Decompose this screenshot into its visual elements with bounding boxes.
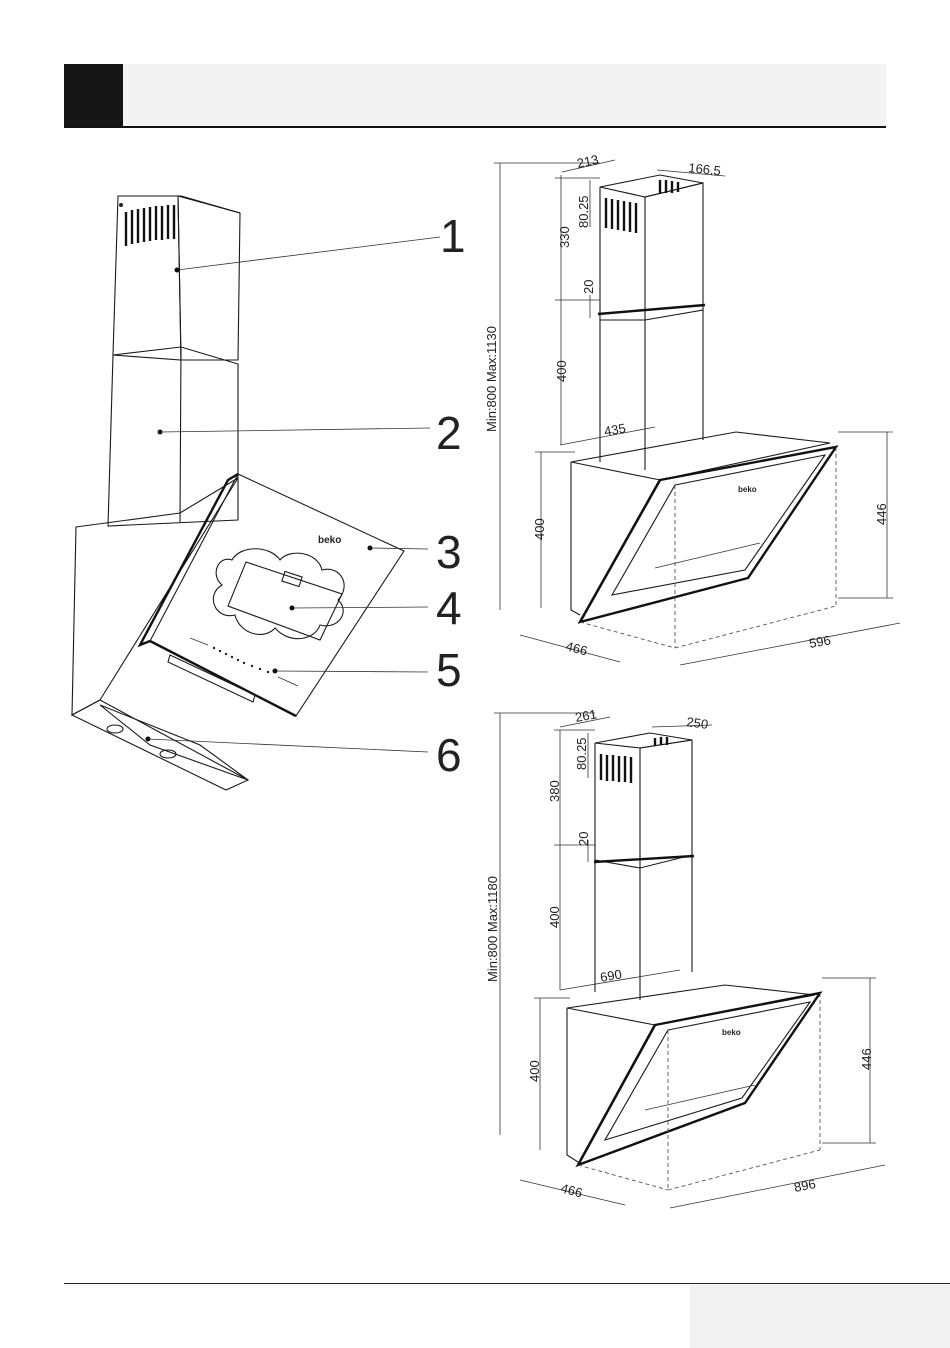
- hood-depth-60: 435: [603, 420, 627, 439]
- width-90: 896: [793, 1176, 817, 1195]
- callout-6: 6: [436, 729, 462, 781]
- callout-4: 4: [436, 582, 462, 634]
- svg-text:beko: beko: [722, 1028, 741, 1037]
- total-height-90: Min:800 Max:1180: [485, 876, 500, 982]
- control-panel: [168, 638, 298, 702]
- upper-chimney: [113, 196, 240, 360]
- body-height-60: 400: [532, 518, 547, 540]
- upper-height-60: 330: [557, 226, 572, 248]
- lower-height-90: 400: [547, 906, 562, 928]
- callout-3: 3: [436, 526, 462, 578]
- vent-offset-60: 80.25: [576, 195, 591, 228]
- width-60: 596: [808, 632, 832, 651]
- chimney-width-90: 250: [686, 714, 710, 732]
- hood-depth-90: 690: [599, 966, 623, 985]
- chimney-depth-60: 213: [576, 152, 600, 171]
- callout-1: 1: [440, 210, 466, 262]
- overlap-90: 20: [576, 832, 591, 846]
- footer-box: [690, 1285, 950, 1348]
- leader-lines: [148, 237, 440, 752]
- lower-height-60: 400: [554, 360, 569, 382]
- svg-text:beko: beko: [318, 535, 341, 546]
- chimney-width-60: 166.5: [688, 160, 722, 178]
- dimension-drawing-60: beko Min:800 Max:1130: [484, 152, 900, 665]
- depth-90: 466: [559, 1180, 584, 1200]
- vent-offset-90: 80.25: [574, 737, 589, 770]
- svg-text:beko: beko: [738, 485, 757, 494]
- hood-exploded-view: beko: [72, 196, 466, 790]
- grease-filter: [213, 549, 344, 640]
- chimney-depth-90: 261: [574, 706, 598, 725]
- overlap-60: 20: [581, 280, 596, 294]
- glass-height-60: 446: [874, 503, 889, 525]
- glass-height-90: 446: [859, 1048, 874, 1070]
- vent-slots: [126, 205, 174, 246]
- total-height-60: Min:800 Max:1130: [484, 326, 499, 432]
- depth-60: 466: [564, 638, 589, 658]
- body-height-90: 400: [527, 1060, 542, 1082]
- dimension-drawing-90: beko Min:800 Max:1180: [485, 706, 885, 1208]
- footer-rule: [64, 1283, 950, 1284]
- upper-height-90: 380: [547, 780, 562, 802]
- hood-body: [72, 478, 248, 790]
- callout-2: 2: [436, 407, 462, 459]
- callout-5: 5: [436, 644, 462, 696]
